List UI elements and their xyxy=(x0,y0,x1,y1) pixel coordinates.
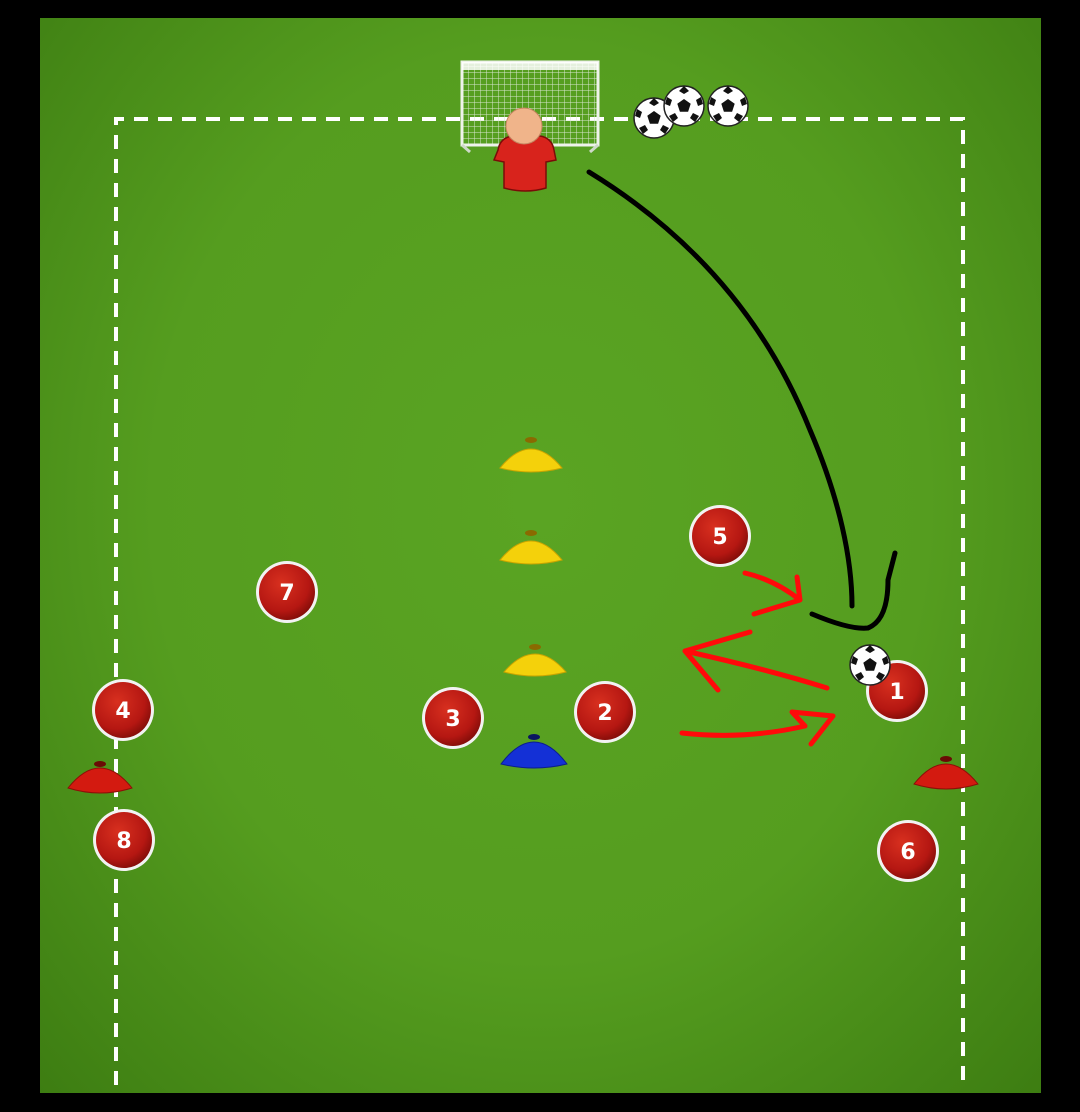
boundary-line xyxy=(114,117,965,1085)
goalkeeper-figure xyxy=(492,107,557,192)
soccer-ball-icon xyxy=(707,85,749,127)
player-number: 5 xyxy=(712,525,727,550)
cone-yellow xyxy=(503,644,567,677)
player-3: 3 xyxy=(422,687,484,749)
soccer-ball-icon xyxy=(849,644,891,686)
run-path xyxy=(809,550,898,631)
player-2: 2 xyxy=(574,681,636,743)
player-5: 5 xyxy=(689,505,751,567)
player-disc xyxy=(577,684,633,740)
player-number: 8 xyxy=(116,829,131,854)
players: 1 2 3 4 5 6 7 8 xyxy=(92,505,939,882)
player-disc xyxy=(880,823,936,879)
player-disc xyxy=(692,508,748,564)
player-number: 2 xyxy=(597,701,612,726)
player-disc xyxy=(425,690,481,746)
player-number: 4 xyxy=(115,699,130,724)
player-7: 7 xyxy=(256,561,318,623)
player-number: 6 xyxy=(900,840,915,865)
player-disc xyxy=(95,682,151,738)
pass-arrow xyxy=(679,709,836,747)
cone-red xyxy=(67,761,133,794)
run-path xyxy=(586,169,855,609)
cone-yellow xyxy=(499,437,563,473)
cone-red xyxy=(913,756,979,790)
soccer-ball-stack xyxy=(633,85,749,139)
cone-yellow xyxy=(499,530,563,565)
player-8: 8 xyxy=(93,809,155,871)
pass-arrow xyxy=(742,570,803,617)
player-number: 1 xyxy=(889,680,904,705)
player-4: 4 xyxy=(92,679,154,741)
goal-net xyxy=(460,60,600,154)
player-number: 3 xyxy=(445,707,460,732)
soccer-ball-icon xyxy=(663,85,705,127)
pass-arrow xyxy=(682,629,830,693)
player-6: 6 xyxy=(877,820,939,882)
player-disc xyxy=(259,564,315,620)
player-disc xyxy=(96,812,152,868)
player-number: 7 xyxy=(279,581,294,606)
cone-blue xyxy=(500,734,568,769)
